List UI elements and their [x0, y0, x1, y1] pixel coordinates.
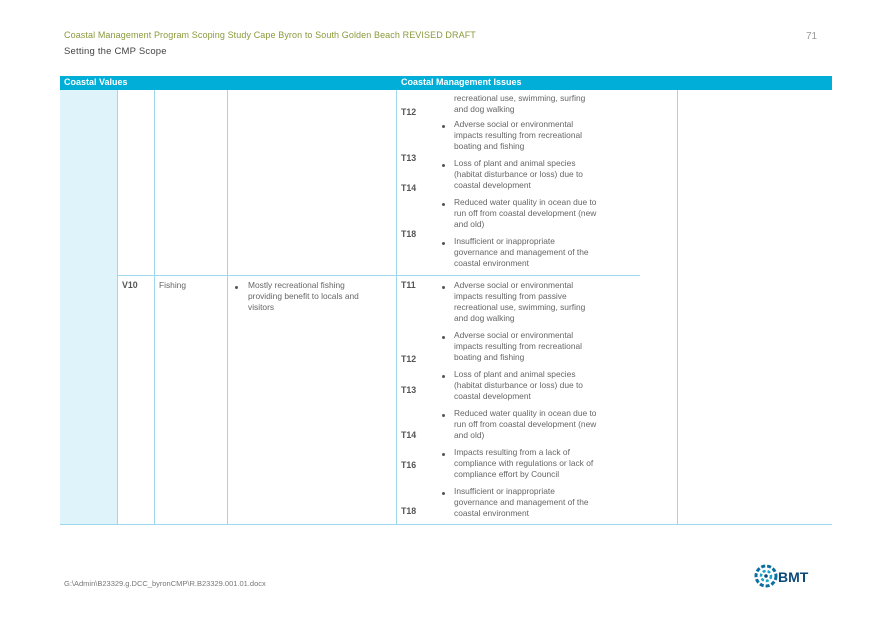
- page-number: 71: [806, 31, 818, 42]
- issue-text-line: Reduced water quality in ocean due to: [454, 408, 597, 418]
- row-divider: [117, 275, 640, 276]
- table-divider: [677, 90, 678, 524]
- bmt-logo: BMT: [754, 562, 816, 590]
- bullet: [442, 453, 445, 456]
- issue-text-line: boating and fishing: [454, 141, 525, 151]
- bmt-logo-text: BMT: [778, 569, 809, 585]
- issue-text-line: Reduced water quality in ocean due to: [454, 197, 597, 207]
- issue-text-line: and dog walking: [454, 313, 515, 323]
- threat-code: T18: [401, 506, 417, 516]
- issue-text-line: Loss of plant and animal species: [454, 369, 576, 379]
- issue-text-line: impacts resulting from passive: [454, 291, 567, 301]
- bullet: [442, 375, 445, 378]
- value-description-line: Mostly recreational fishing: [248, 280, 345, 290]
- issue-text-line: Loss of plant and animal species: [454, 158, 576, 168]
- threat-code: T14: [401, 183, 417, 193]
- issue-text-line: Impacts resulting from a lack of: [454, 447, 570, 457]
- issue-text-line: run off from coastal development (new: [454, 208, 597, 218]
- column-header-coastal-management-issues: Coastal Management Issues: [401, 77, 522, 87]
- issue-text-line: Insufficient or inappropriate: [454, 236, 555, 246]
- bmt-globe-icon: [754, 564, 778, 588]
- issue-text-line: governance and management of the: [454, 247, 589, 257]
- document-title: Coastal Management Program Scoping Study…: [64, 30, 476, 40]
- issue-text-line: Insufficient or inappropriate: [454, 486, 555, 496]
- bullet: [442, 492, 445, 495]
- threat-code: T13: [401, 385, 417, 395]
- bullet: [442, 125, 445, 128]
- bullet: [442, 414, 445, 417]
- bullet: [442, 286, 445, 289]
- bullet: [442, 336, 445, 339]
- threat-code: T16: [401, 460, 417, 470]
- value-category-column: [60, 90, 117, 524]
- table-header: Coastal Values Coastal Management Issues: [60, 76, 832, 90]
- issue-text-line: impacts resulting from recreational: [454, 341, 583, 351]
- issue-text-line: governance and management of the: [454, 497, 589, 507]
- issue-text-line: coastal environment: [454, 508, 529, 518]
- table-divider: [154, 90, 155, 524]
- issue-text-line: Adverse social or environmental: [454, 280, 574, 290]
- value-description-line: providing benefit to locals and: [248, 291, 359, 301]
- issue-text-line: Adverse social or environmental: [454, 119, 574, 129]
- issue-text-line: coastal development: [454, 180, 531, 190]
- threat-code: T14: [401, 430, 417, 440]
- issue-text-line: recreational use, swimming, surfing: [454, 302, 586, 312]
- file-path-footer: G:\Admin\B23329.g.DCC_byronCMP\R.B23329.…: [64, 579, 266, 588]
- issue-text-line: and dog walking: [454, 104, 515, 114]
- value-id: V10: [122, 280, 138, 290]
- column-header-coastal-values: Coastal Values: [64, 77, 128, 87]
- threat-code: T18: [401, 229, 417, 239]
- bullet: [235, 286, 238, 289]
- issue-text-line: run off from coastal development (new: [454, 419, 597, 429]
- issue-text-line: recreational use, swimming, surfing: [454, 93, 586, 103]
- value-description-line: visitors: [248, 302, 275, 312]
- issue-text-line: coastal development: [454, 391, 531, 401]
- threat-code: T12: [401, 354, 417, 364]
- value-name: Fishing: [159, 280, 186, 290]
- issue-text-line: coastal environment: [454, 258, 529, 268]
- issue-text-line: impacts resulting from recreational: [454, 130, 583, 140]
- threat-code: T13: [401, 153, 417, 163]
- issue-text-line: (habitat disturbance or loss) due to: [454, 169, 583, 179]
- section-subtitle: Setting the CMP Scope: [64, 46, 167, 57]
- issue-text-line: compliance effort by Council: [454, 469, 560, 479]
- table-bottom-border: [60, 524, 832, 525]
- threat-code: T12: [401, 107, 417, 117]
- table-divider: [396, 90, 397, 524]
- bullet: [442, 164, 445, 167]
- issue-text-line: Adverse social or environmental: [454, 330, 574, 340]
- threat-code: T11: [401, 280, 416, 290]
- issue-text-line: (habitat disturbance or loss) due to: [454, 380, 583, 390]
- issue-text-line: boating and fishing: [454, 352, 525, 362]
- issue-text-line: and old): [454, 219, 485, 229]
- table-divider: [227, 90, 228, 524]
- bullet: [442, 242, 445, 245]
- issue-text-line: compliance with regulations or lack of: [454, 458, 594, 468]
- table-divider: [117, 90, 118, 524]
- issue-text-line: and old): [454, 430, 485, 440]
- bullet: [442, 203, 445, 206]
